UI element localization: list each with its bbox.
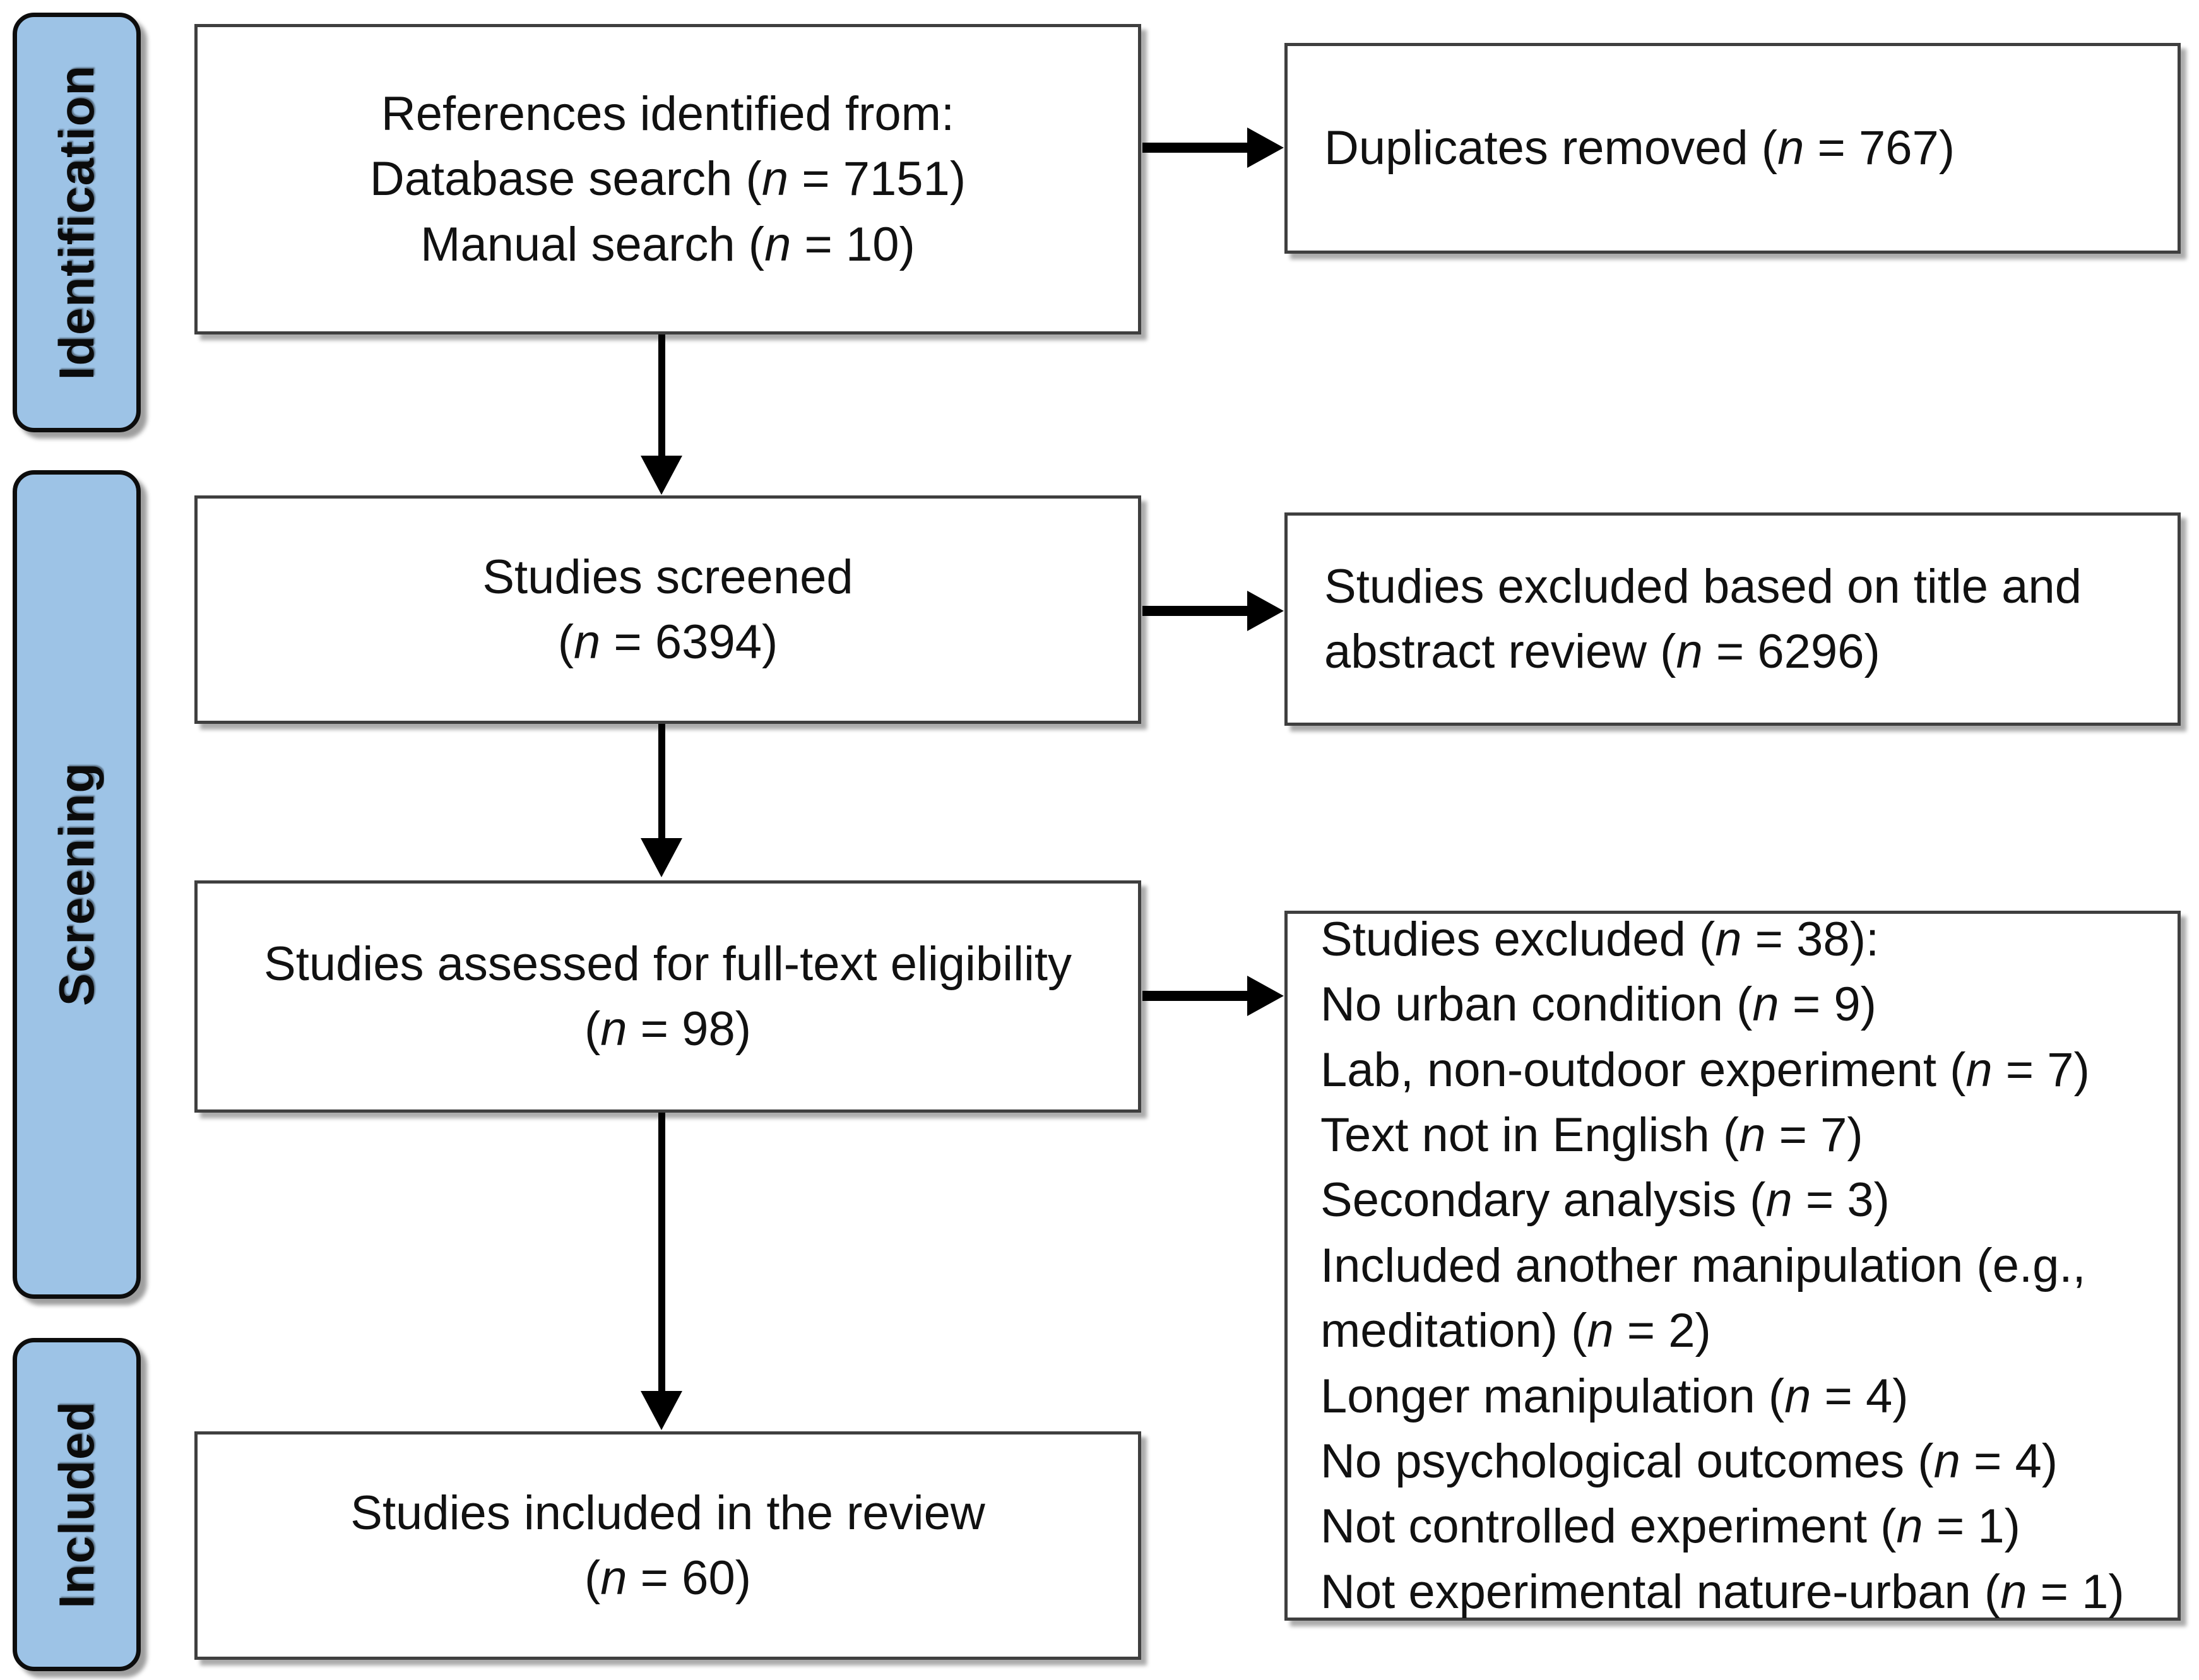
excluded-title-abstract-label: abstract review ( — [1324, 625, 1676, 678]
exclusion-reason-item: Secondary analysis (n = 3) — [1320, 1168, 2199, 1233]
duplicates-removed-count: = 767) — [1804, 121, 1955, 175]
phase-bar-included: Included — [13, 1338, 141, 1671]
n-symbol: n — [1752, 978, 1779, 1032]
exclusion-reason-label: Longer manipulation ( — [1320, 1369, 1785, 1423]
connector-screened-to-fulltext-arrow — [641, 838, 682, 877]
n-symbol: n — [1676, 625, 1703, 678]
excluded-full-text-header-count: = 38): — [1741, 913, 1880, 967]
studies-included-paren-open: ( — [584, 1551, 601, 1605]
n-symbol: n — [574, 615, 601, 669]
phase-bar-identification: Identification — [13, 13, 141, 432]
excluded-title-abstract-line-2: abstract review (n = 6296) — [1324, 619, 2199, 684]
n-symbol: n — [2000, 1565, 2027, 1619]
n-symbol: n — [1965, 1043, 1993, 1097]
excluded-full-text-header-label: Studies excluded ( — [1320, 913, 1716, 967]
box-excluded-title-abstract: Studies excluded based on title and abst… — [1284, 512, 2181, 726]
manual-search-count: = 10) — [791, 217, 915, 271]
n-symbol: n — [1765, 1173, 1793, 1227]
exclusion-reason-item: No urban condition (n = 9) — [1320, 972, 2199, 1037]
connector-identified-to-duplicates-arrow — [1247, 127, 1284, 168]
exclusion-reason-item: Included another manipulation (e.g., med… — [1320, 1233, 2109, 1364]
studies-included-count: = 60) — [627, 1551, 752, 1605]
exclusion-reason-label: No urban condition ( — [1320, 978, 1753, 1032]
connector-identified-to-screened-arrow — [641, 456, 682, 495]
exclusion-reason-count: = 7) — [1765, 1108, 1863, 1162]
excluded-title-abstract-count: = 6296) — [1702, 625, 1880, 678]
exclusion-reason-label: Lab, non-outdoor experiment ( — [1320, 1043, 1966, 1097]
exclusion-reason-label: No psychological outcomes ( — [1320, 1434, 1934, 1488]
n-symbol: n — [1739, 1108, 1766, 1162]
box-full-text-eligibility: Studies assessed for full-text eligibili… — [194, 880, 1141, 1113]
phase-label-screening: Screening — [49, 762, 104, 1007]
exclusion-reason-label: Secondary analysis ( — [1320, 1173, 1766, 1227]
box-studies-included-in-review: Studies included in the review (n = 60) — [194, 1431, 1141, 1660]
exclusion-reason-count: = 1) — [1923, 1500, 2020, 1554]
excluded-title-abstract-line-1: Studies excluded based on title and — [1324, 559, 2082, 613]
exclusion-reason-label: Not experimental nature-urban ( — [1320, 1565, 2001, 1619]
studies-included-line-1: Studies included in the review — [350, 1486, 985, 1540]
connector-fulltext-to-exclusions-line — [1142, 991, 1250, 1001]
phase-label-identification: Identification — [49, 64, 104, 381]
exclusion-reason-count: = 2) — [1613, 1304, 1711, 1358]
n-symbol: n — [1933, 1434, 1960, 1488]
exclusion-reason-count: = 7) — [1992, 1043, 2090, 1097]
exclusion-reason-label: Text not in English ( — [1320, 1108, 1740, 1162]
exclusion-reason-item: Text not in English (n = 7) — [1320, 1103, 2199, 1168]
database-search-label: Database search ( — [369, 152, 762, 206]
excluded-full-text-header: Studies excluded (n = 38): — [1320, 907, 2199, 972]
studies-screened-count: = 6394) — [600, 615, 778, 669]
exclusion-reason-count: = 1) — [2027, 1565, 2125, 1619]
connector-screened-to-excluded-arrow — [1247, 591, 1284, 631]
exclusion-reason-label: Included another manipulation (e.g., med… — [1320, 1238, 2086, 1358]
n-symbol: n — [1784, 1369, 1811, 1423]
phase-bar-screening: Screening — [13, 470, 141, 1299]
exclusion-reason-count: = 4) — [1811, 1369, 1909, 1423]
exclusion-reason-item: Longer manipulation (n = 4) — [1320, 1364, 2199, 1429]
n-symbol: n — [1896, 1500, 1923, 1554]
references-identified-line-2: Database search (n = 7151) — [198, 146, 1138, 211]
exclusion-reason-count: = 9) — [1779, 978, 1876, 1032]
duplicates-removed-line: Duplicates removed (n = 767) — [1324, 115, 2199, 180]
n-symbol: n — [1587, 1304, 1614, 1358]
connector-fulltext-to-exclusions-arrow — [1247, 976, 1284, 1016]
exclusion-reason-label: Not controlled experiment ( — [1320, 1500, 1897, 1554]
n-symbol: n — [600, 1551, 627, 1605]
references-identified-line-1: References identified from: — [381, 86, 955, 141]
box-references-identified: References identified from: Database sea… — [194, 24, 1141, 334]
database-search-count: = 7151) — [788, 152, 966, 206]
exclusion-reason-item: Not controlled experiment (n = 1) — [1320, 1494, 2199, 1559]
full-text-eligibility-line-2: (n = 98) — [198, 997, 1138, 1062]
duplicates-removed-label: Duplicates removed ( — [1324, 121, 1778, 175]
connector-screened-to-fulltext-line — [658, 723, 665, 843]
exclusion-reason-item: Not experimental nature-urban (n = 1) — [1320, 1559, 2199, 1624]
references-identified-line-3: Manual search (n = 10) — [198, 212, 1138, 277]
n-symbol: n — [600, 1002, 627, 1056]
full-text-paren-open: ( — [584, 1002, 601, 1056]
n-symbol: n — [764, 217, 791, 271]
connector-screened-to-excluded-line — [1142, 606, 1250, 616]
exclusion-reason-item: No psychological outcomes (n = 4) — [1320, 1429, 2199, 1494]
exclusion-reason-count: = 4) — [1960, 1434, 2058, 1488]
connector-identified-to-duplicates-line — [1142, 143, 1250, 153]
box-studies-screened: Studies screened (n = 6394) — [194, 495, 1141, 724]
studies-screened-line-2: (n = 6394) — [198, 610, 1138, 675]
box-duplicates-removed: Duplicates removed (n = 767) — [1284, 43, 2181, 254]
n-symbol: n — [761, 152, 789, 206]
box-excluded-full-text-reasons: Studies excluded (n = 38): No urban cond… — [1284, 911, 2181, 1621]
studies-screened-line-1: Studies screened — [482, 550, 853, 604]
full-text-eligibility-line-1: Studies assessed for full-text eligibili… — [264, 937, 1072, 991]
studies-included-line-2: (n = 60) — [198, 1546, 1138, 1611]
n-symbol: n — [1777, 121, 1805, 175]
manual-search-label: Manual search ( — [420, 217, 765, 271]
full-text-count: = 98) — [627, 1002, 752, 1056]
exclusion-reason-item: Lab, non-outdoor experiment (n = 7) — [1320, 1038, 2199, 1103]
studies-screened-paren-open: ( — [557, 615, 574, 669]
exclusion-reason-count: = 3) — [1792, 1173, 1890, 1227]
connector-fulltext-to-included-arrow — [641, 1391, 682, 1430]
phase-label-included: Included — [49, 1400, 104, 1609]
connector-identified-to-screened-line — [658, 333, 665, 459]
n-symbol: n — [1715, 913, 1742, 967]
connector-fulltext-to-included-line — [658, 1112, 665, 1396]
